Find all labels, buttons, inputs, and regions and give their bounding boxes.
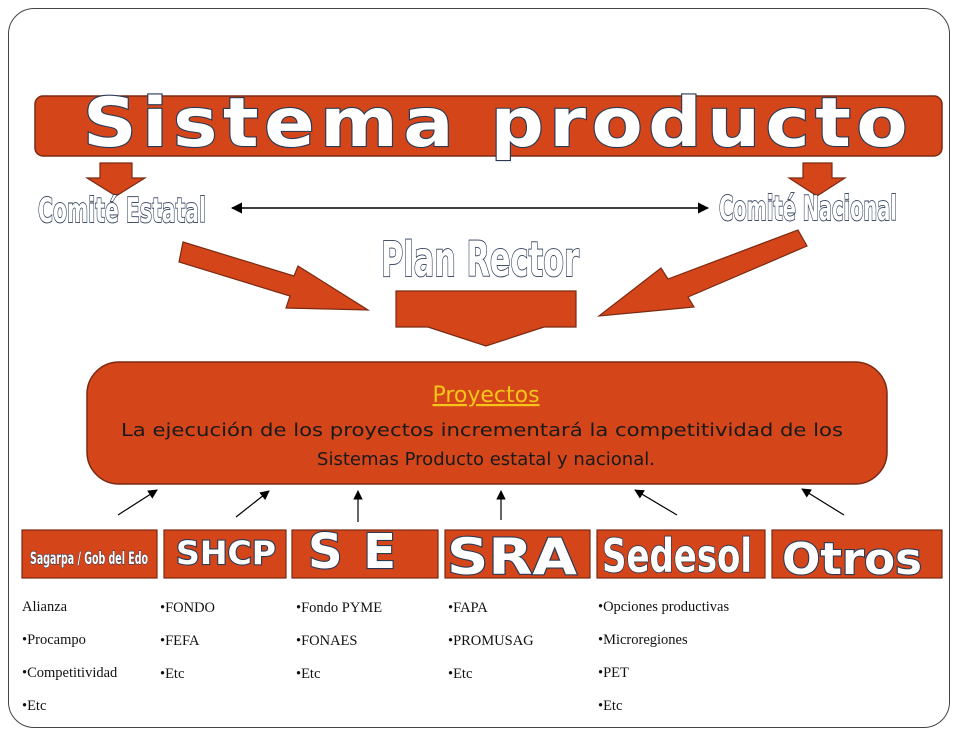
comite-nacional-label: Comité Nacional <box>719 189 897 229</box>
agency-sedesol: Sedesol <box>596 528 766 584</box>
program-item: •Etc <box>598 698 623 714</box>
title-text: Sistema producto <box>83 84 913 163</box>
support-arrow-2 <box>235 490 270 518</box>
agency-sra-label: SRA <box>447 528 577 586</box>
program-item: •Etc <box>296 666 321 682</box>
down-arrow-left <box>84 162 148 197</box>
program-item: •Etc <box>448 666 473 682</box>
program-item: •Competitividad <box>22 665 118 681</box>
program-item: •FEFA <box>160 633 200 649</box>
agency-se-label: SE <box>308 524 418 580</box>
program-item: •Microregiones <box>598 632 688 648</box>
center-down-arrow <box>395 290 577 347</box>
agency-shcp: SHCP <box>163 529 287 579</box>
big-arrow-left <box>178 241 371 311</box>
program-item: •Etc <box>22 698 47 714</box>
program-list-sra: •FAPA •PROMUSAG •Etc <box>448 599 534 698</box>
agency-otros-label: Otros <box>782 534 922 585</box>
program-item: •FONDO <box>160 600 216 616</box>
title-banner <box>34 95 943 157</box>
proyectos-box <box>86 361 888 485</box>
program-item: •Fondo PYME <box>296 600 383 616</box>
support-arrow-5 <box>634 489 678 516</box>
comite-estatal-label: Comité Estatal <box>38 191 206 231</box>
program-list-shcp: •FONDO •FEFA •Etc <box>160 599 215 698</box>
program-list-sagarpa: Alianza •Procampo •Competitividad •Etc <box>22 598 117 730</box>
agency-sagarpa: Sagarpa / Gob del Edo <box>21 529 158 579</box>
agency-se: SE <box>291 523 439 581</box>
support-arrow-6 <box>801 488 845 516</box>
big-arrow-right <box>596 229 808 317</box>
program-item: •Opciones productivas <box>598 599 730 615</box>
program-item: •PET <box>598 665 629 681</box>
program-item: •PROMUSAG <box>448 633 534 649</box>
agency-sagarpa-label: Sagarpa / Gob del Edo <box>30 549 148 569</box>
agency-sedesol-label: Sedesol <box>602 529 752 583</box>
program-item: •Procampo <box>22 632 86 648</box>
program-item: •FAPA <box>448 600 488 616</box>
agency-otros: Otros <box>771 529 943 586</box>
program-item: •FONAES <box>296 633 358 649</box>
program-item: Alianza <box>22 599 68 615</box>
proyectos-line-2: Sistemas Producto estatal y nacional. <box>317 449 655 470</box>
down-arrow-right <box>786 162 848 197</box>
support-arrow-1 <box>117 489 158 516</box>
agency-sra: SRA <box>444 527 591 587</box>
program-item: •Etc <box>160 666 185 682</box>
plan-rector-label: Plan Rector <box>381 232 579 288</box>
agency-shcp-label: SHCP <box>176 534 276 572</box>
program-list-se: •Fondo PYME •FONAES •Etc <box>296 599 382 698</box>
program-list-sedesol: •Opciones productivas •Microregiones •PE… <box>598 598 729 730</box>
proyectos-line-1: La ejecución de los proyectos incrementa… <box>121 420 843 441</box>
proyectos-title: Proyectos <box>432 383 539 408</box>
